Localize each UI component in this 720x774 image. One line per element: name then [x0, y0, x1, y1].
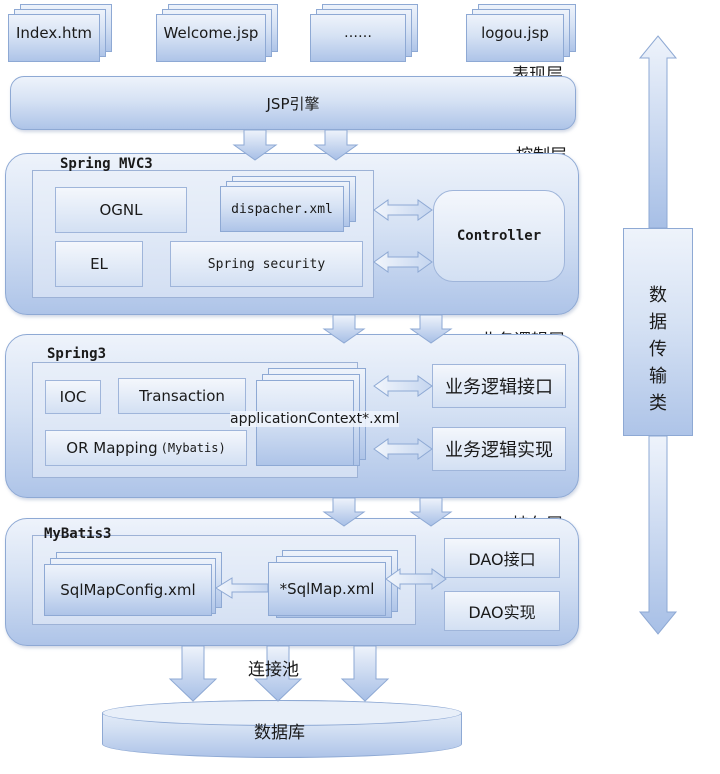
jsp-engine-label: JSP引擎 — [266, 94, 320, 113]
page-welcome-label: Welcome.jsp — [163, 24, 259, 42]
spring-security-box: Spring security — [170, 241, 363, 287]
spring3-title: Spring3 — [47, 346, 107, 362]
double-arrow — [373, 375, 433, 397]
controller-label: Controller — [456, 228, 542, 244]
page-index-label: Index.htm — [15, 24, 93, 42]
ognl-label: OGNL — [99, 201, 143, 219]
ormapping-box: OR Mapping(Mybatis) — [45, 430, 247, 466]
ormapping-suffix: (Mybatis) — [160, 441, 226, 455]
database-cylinder-top — [102, 700, 462, 726]
down-arrow — [253, 645, 303, 702]
el-label: EL — [90, 255, 108, 273]
ognl-box: OGNL — [55, 187, 187, 233]
double-arrow — [373, 251, 433, 273]
left-arrow — [215, 577, 269, 599]
el-box: EL — [55, 241, 143, 287]
biz-interface-box: 业务逻辑接口 — [432, 364, 566, 408]
data-transfer-box — [623, 228, 693, 436]
ioc-label: IOC — [59, 388, 87, 406]
down-arrow — [313, 129, 359, 161]
database-label: 数据库 — [254, 723, 305, 743]
spring-security-label: Spring security — [207, 256, 326, 272]
transaction-label: Transaction — [139, 387, 225, 405]
down-arrow — [322, 497, 366, 527]
page-ellipsis-label: …… — [344, 25, 372, 41]
dao-impl-label: DAO实现 — [468, 603, 536, 622]
double-arrow — [385, 568, 447, 590]
down-arrow — [322, 314, 366, 344]
appcontext-label: applicationContext*.xml — [230, 411, 400, 427]
biz-interface-label: 业务逻辑接口 — [445, 377, 553, 398]
data-transfer-label: 数据传输类 — [649, 285, 667, 414]
double-arrow — [373, 199, 433, 221]
spring-mvc-title: Spring MVC3 — [60, 156, 153, 172]
down-arrow — [340, 645, 390, 702]
jsp-engine-bar: JSP引擎 — [10, 76, 576, 130]
down-arrow — [409, 314, 453, 344]
biz-impl-box: 业务逻辑实现 — [432, 427, 566, 471]
dao-interface-label: DAO接口 — [468, 550, 536, 569]
double-arrow — [373, 438, 433, 460]
biz-impl-label: 业务逻辑实现 — [445, 440, 553, 461]
down-arrow — [232, 129, 278, 161]
mybatis-title: MyBatis3 — [44, 526, 112, 542]
down-arrow — [168, 645, 218, 702]
dao-impl-box: DAO实现 — [444, 591, 560, 631]
dispatcher-label: dispacher.xml — [231, 201, 333, 217]
down-arrow — [409, 497, 453, 527]
dao-interface-box: DAO接口 — [444, 538, 560, 578]
page-logou-label: logou.jsp — [481, 24, 549, 42]
ioc-box: IOC — [45, 380, 101, 414]
controller-box: Controller — [433, 190, 565, 282]
data-transfer-arrow — [638, 35, 678, 635]
connection-pool-label: 连接池 — [248, 660, 299, 680]
sqlmapconfig-label: SqlMapConfig.xml — [60, 581, 196, 599]
sqlmap-label: *SqlMap.xml — [279, 580, 375, 598]
transaction-box: Transaction — [118, 378, 246, 414]
ormapping-label: OR Mapping — [66, 439, 158, 457]
